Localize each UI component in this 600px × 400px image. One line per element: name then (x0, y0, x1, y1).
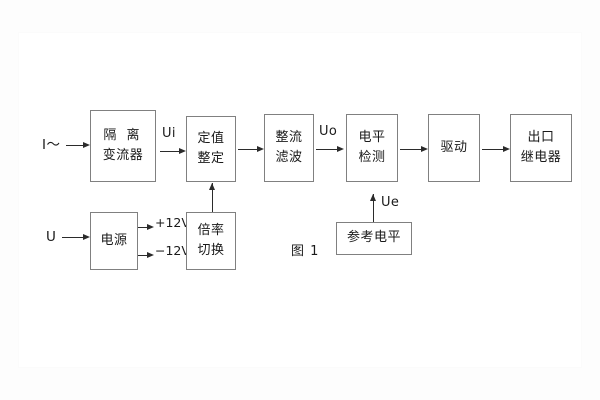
block-multiplier-switch-line1: 倍率 (197, 222, 225, 238)
figure-frame (18, 32, 582, 368)
arrow-rectify-filter-to-level-detect (316, 144, 344, 153)
block-output-relay-line1: 出口 (527, 129, 555, 145)
supply-negative-label: −12V (155, 243, 190, 258)
figure-caption: 图 1 (291, 244, 320, 259)
block-multiplier-switch-line2: 切换 (197, 243, 225, 258)
block-rectify-filter-line1: 整流 (275, 129, 303, 145)
arrow-input-voltage-to-power-supply (62, 232, 90, 241)
block-drive[interactable]: 驱动 (428, 114, 480, 182)
supply-positive-label: +12V (155, 215, 190, 230)
arrow-supply-positive (138, 222, 154, 231)
block-multiplier-switch[interactable]: 倍率 切换 (186, 212, 236, 270)
input-voltage-label: U (46, 229, 57, 245)
input-current-label: I～ (42, 137, 61, 153)
arrow-setting-to-rectify-filter (238, 144, 264, 153)
block-level-detect-line2: 检测 (358, 150, 386, 165)
block-isolation-ct-line2: 变流器 (102, 148, 144, 163)
arrow-supply-negative (138, 250, 154, 259)
block-isolation-ct[interactable]: 隔 离 变流器 (90, 110, 156, 182)
block-output-relay[interactable]: 出口 继电器 (510, 114, 572, 182)
block-reference-level[interactable]: 参考电平 (336, 222, 412, 255)
block-reference-level-line1: 参考电平 (346, 230, 401, 246)
signal-ue-label: Ue (381, 195, 400, 210)
arrow-isolation-ct-to-setting (160, 146, 186, 155)
block-power-supply-line1: 电源 (100, 232, 128, 248)
arrow-drive-to-output-relay (482, 144, 510, 153)
block-setting[interactable]: 定值 整定 (186, 116, 236, 182)
arrow-level-detect-to-drive (400, 144, 428, 153)
block-level-detect[interactable]: 电平 检测 (346, 114, 398, 182)
block-rectify-filter-line2: 滤波 (275, 150, 303, 165)
block-level-detect-line1: 电平 (358, 129, 386, 145)
arrow-multiplier-switch-to-setting (207, 183, 216, 212)
block-setting-line1: 定值 (197, 130, 225, 146)
block-setting-line2: 整定 (197, 151, 225, 166)
block-power-supply[interactable]: 电源 (90, 212, 138, 270)
block-isolation-ct-line1: 隔 离 (103, 127, 143, 143)
signal-uo-label: Uo (319, 124, 338, 139)
arrow-input-current-to-isolation-ct (66, 140, 90, 149)
signal-ui-label: Ui (162, 126, 176, 141)
arrow-reference-level-to-level-detect (368, 194, 377, 222)
block-output-relay-line2: 继电器 (520, 150, 562, 165)
block-drive-line1: 驱动 (440, 139, 468, 155)
block-rectify-filter[interactable]: 整流 滤波 (264, 114, 314, 182)
